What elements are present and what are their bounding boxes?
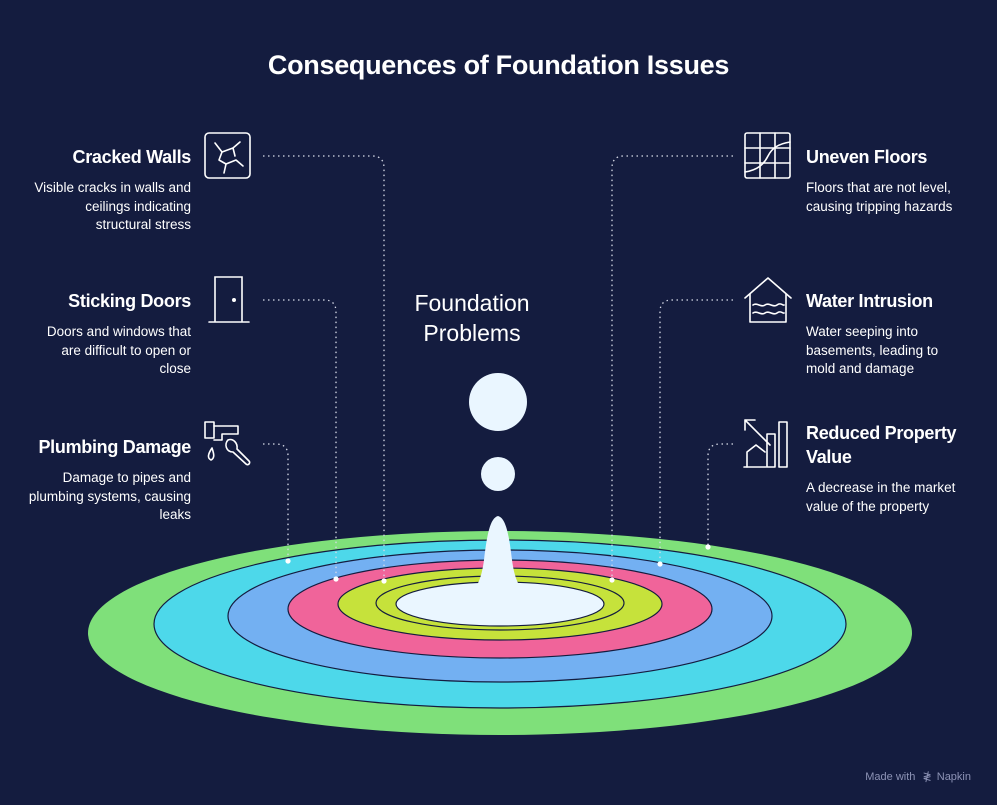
- desc-line: A decrease in the market: [806, 480, 956, 495]
- item-title-reduced-property-value: Reduced Property Value: [806, 421, 986, 469]
- napkin-logo-icon: ≹: [922, 771, 932, 783]
- item-title-water-intrusion: Water Intrusion: [806, 291, 933, 311]
- flooded-house-icon: [744, 277, 792, 323]
- footer-attribution[interactable]: Made with ≹ Napkin: [865, 770, 971, 783]
- desc-line: ceilings indicating: [85, 198, 191, 214]
- center-label-line-2: Problems: [423, 320, 521, 346]
- item-desc-plumbing-damage: Damage to pipes and plumbing systems, ca…: [0, 469, 191, 525]
- item-desc-cracked-walls: Visible cracks in walls and ceilings ind…: [0, 179, 191, 235]
- item-desc-reduced-property-value: A decrease in the market value of the pr…: [806, 479, 986, 516]
- splash-column: [440, 516, 560, 607]
- desc-line: Visible cracks in walls and: [34, 180, 191, 195]
- item-desc-sticking-doors: Doors and windows that are difficult to …: [0, 323, 191, 379]
- desc-line: leaks: [159, 507, 191, 522]
- connectors-left: [263, 155, 385, 579]
- connectors-right: [611, 155, 733, 579]
- desc-line: Doors and windows that: [46, 324, 191, 339]
- desc-line: mold and damage: [806, 361, 915, 376]
- desc-line: structural stress: [95, 217, 191, 232]
- page-title: Consequences of Foundation Issues: [267, 50, 730, 80]
- door-icon: [208, 276, 250, 323]
- desc-line: Damage to pipes and: [62, 470, 191, 485]
- item-desc-uneven-floors: Floors that are not level, causing tripp…: [806, 179, 986, 216]
- desc-line: close: [159, 361, 191, 376]
- footer-made-with: Made with: [865, 771, 916, 783]
- item-title-uneven-floors: Uneven Floors: [806, 147, 928, 167]
- connector-dots-left: [285, 558, 387, 584]
- item-title-cracked-walls: Cracked Walls: [72, 147, 192, 167]
- footer-brand: Napkin: [936, 771, 971, 783]
- droplet-small: [481, 457, 515, 491]
- center-label-line-1: Foundation: [414, 290, 530, 316]
- connector-dots-right: [609, 544, 711, 583]
- desc-line: plumbing systems, causing: [28, 488, 191, 504]
- desc-line: causing tripping hazards: [806, 198, 953, 214]
- title-line: Reduced Property: [806, 423, 957, 443]
- desc-line: are difficult to open or: [61, 342, 191, 358]
- title-line: Value: [806, 447, 852, 467]
- droplet-large: [469, 373, 527, 431]
- declining-value-icon: [743, 419, 788, 468]
- desc-line: value of the property: [806, 498, 930, 514]
- center-label: Foundation Problems: [372, 288, 572, 348]
- faucet-wrench-icon: [204, 421, 251, 466]
- item-desc-water-intrusion: Water seeping into basements, leading to…: [806, 323, 986, 379]
- item-title-plumbing-damage: Plumbing Damage: [38, 437, 191, 457]
- desc-line: Floors that are not level,: [806, 180, 951, 195]
- item-title-sticking-doors: Sticking Doors: [68, 291, 191, 311]
- desc-line: basements, leading to: [806, 342, 939, 358]
- cracked-wall-icon: [204, 132, 251, 179]
- uneven-floor-icon: [744, 132, 791, 179]
- desc-line: Water seeping into: [806, 324, 919, 339]
